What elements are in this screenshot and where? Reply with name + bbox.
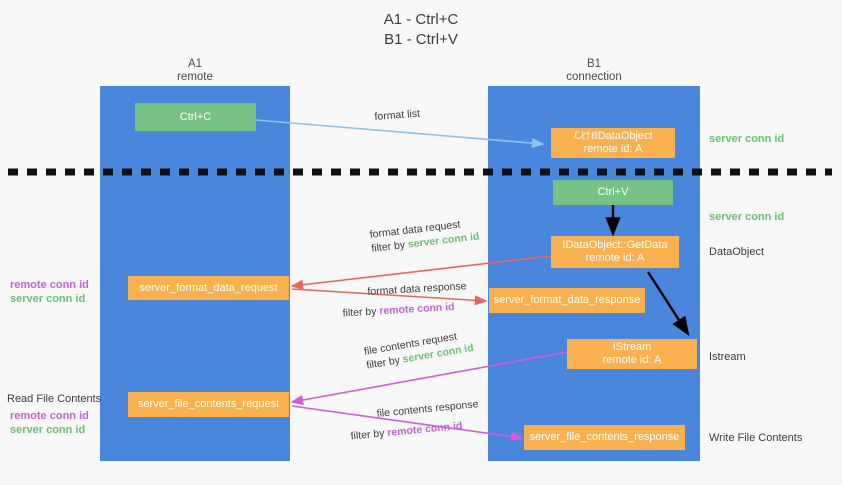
node-istream[interactable]: IStream remote id: A	[567, 339, 697, 369]
right-label-2-text: server conn id	[709, 211, 785, 223]
column-header-b1-sub: connection	[566, 71, 622, 83]
right-label-istream: Istream	[709, 350, 746, 364]
caption-format-data-response: format data response filter by remote co…	[342, 279, 468, 319]
caption-fdresp-prefix: filter by	[342, 305, 380, 320]
node-getdata-line2: remote id: A	[585, 252, 645, 264]
left-label-read-file-contents: Read File Contents	[7, 393, 102, 405]
right-label-dataobject: DataObject	[709, 245, 764, 259]
caption-fdresp-line2: filter by remote conn id	[342, 299, 468, 320]
left-label-g2-remote: remote conn id	[10, 410, 89, 422]
node-idataobject-getdata[interactable]: IDataObject::GetData remote id: A	[551, 236, 679, 268]
node-ctrl-v-label: Ctrl+V	[597, 186, 629, 198]
column-header-b1: B1 connection	[488, 58, 700, 84]
node-file-resp-label: server_file_contents_response	[529, 431, 680, 443]
right-label-4-text: Istream	[709, 351, 746, 363]
node-idataobject[interactable]: ℒℓ†ℓIDataObject remote id: A	[551, 128, 675, 158]
node-server-format-data-response[interactable]: server_format_data_response	[489, 288, 645, 313]
left-label-group-file: Read File Contents remote conn id server…	[7, 392, 102, 437]
node-server-format-data-request[interactable]: server_format_data_request	[128, 276, 289, 300]
node-getdata-line1: IDataObject::GetData	[562, 239, 668, 251]
left-label-g1-remote: remote conn id	[10, 279, 89, 291]
caption-fdresp-line1: format data response	[367, 280, 467, 298]
node-idataobject-line2: remote id: A	[583, 143, 643, 155]
left-label-g2-server: server conn id	[10, 424, 86, 436]
node-server-file-contents-request[interactable]: server_file_contents_request	[128, 392, 289, 417]
caption-fcresp-line2: filter by remote conn id	[350, 417, 481, 443]
node-server-file-contents-response[interactable]: server_file_contents_response	[524, 425, 685, 450]
node-fmt-resp-label: server_format_data_response	[493, 294, 641, 306]
right-label-write-file-contents: Write File Contents	[709, 431, 802, 445]
column-header-a1-sub: remote	[177, 71, 213, 83]
node-file-req-label: server_file_contents_request	[137, 398, 280, 410]
caption-format-list: format list	[374, 107, 420, 124]
left-label-group-format: remote conn id server conn id	[10, 278, 89, 306]
right-label-server-conn-id-2: server conn id	[709, 210, 784, 224]
node-idataobject-line1: ℒℓ†ℓIDataObject	[573, 130, 653, 142]
diagram-title: A1 - Ctrl+C B1 - Ctrl+V	[0, 10, 842, 50]
node-ctrl-v[interactable]: Ctrl+V	[553, 180, 673, 205]
right-label-server-conn-id-1: server conn id	[709, 132, 784, 146]
caption-fdreq-prefix: filter by	[370, 238, 409, 255]
caption-format-data-request: format data request filter by server con…	[369, 216, 480, 256]
column-header-a1: A1 remote	[100, 58, 290, 84]
node-istream-line1: IStream	[612, 341, 652, 353]
caption-file-contents-response: file contents response filter by remote …	[350, 397, 481, 442]
column-header-a1-name: A1	[187, 58, 203, 70]
caption-file-contents-request: file contents request filter by server c…	[363, 327, 475, 373]
caption-fdresp-value: remote conn id	[378, 300, 455, 318]
right-label-3-text: DataObject	[709, 246, 765, 258]
left-label-g1-server: server conn id	[10, 293, 86, 305]
node-ctrl-c-label: Ctrl+C	[179, 110, 212, 123]
title-line-2: B1 - Ctrl+V	[384, 31, 458, 48]
right-label-1-text: server conn id	[709, 133, 785, 145]
right-label-5-text: Write File Contents	[709, 432, 803, 444]
caption-fcresp-value: remote conn id	[386, 419, 463, 440]
title-line-1: A1 - Ctrl+C	[383, 11, 459, 28]
column-header-b1-name: B1	[586, 58, 602, 70]
node-ctrl-c[interactable]: Ctrl+C	[135, 103, 256, 131]
node-fmt-req-label: server_format_data_request	[139, 281, 278, 294]
node-istream-line2: remote id: A	[602, 354, 662, 366]
caption-format-list-text: format list	[374, 107, 421, 123]
caption-fcresp-line1: file contents response	[376, 398, 479, 420]
caption-fcresp-prefix: filter by	[350, 427, 388, 443]
